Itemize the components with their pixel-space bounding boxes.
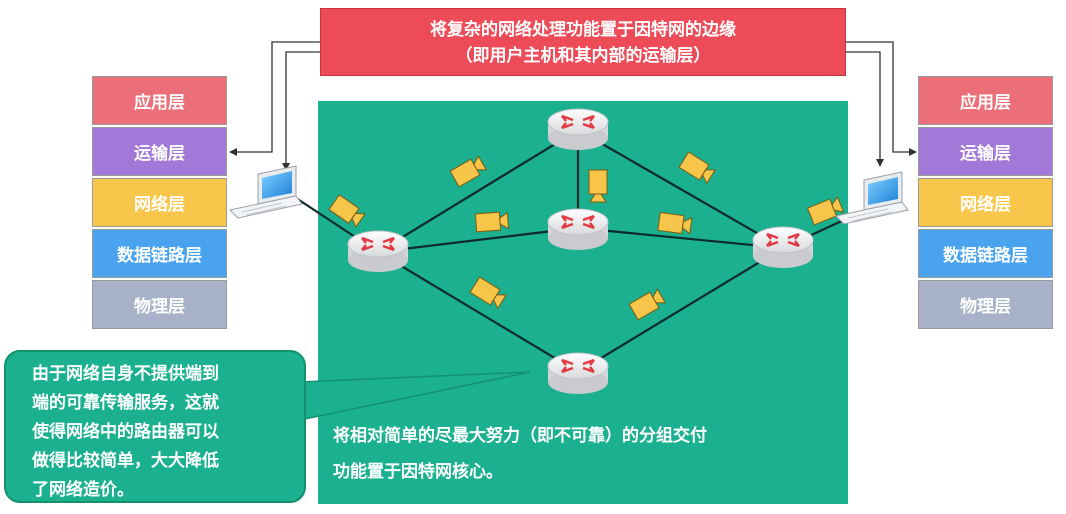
callout-bubble: 由于网络自身不提供端到 端的可靠传输服务，这就 使得网络中的路由器可以 做得比较… bbox=[4, 350, 306, 503]
core-description-line-2: 功能置于因特网核心。 bbox=[333, 462, 503, 482]
router-icon bbox=[751, 225, 815, 270]
router-icon bbox=[546, 207, 610, 252]
callout-line-5: 了网络造价。 bbox=[32, 480, 134, 500]
callout-tail bbox=[299, 371, 531, 421]
right-layer-physical: 物理层 bbox=[918, 280, 1053, 329]
right-host-laptop-icon bbox=[835, 171, 909, 225]
network-core-area bbox=[318, 101, 848, 504]
left-layer-application: 应用层 bbox=[92, 76, 227, 125]
edge-function-banner: 将复杂的网络处理功能置于因特网的边缘 （即用户主机和其内部的运输层） bbox=[320, 8, 846, 76]
right-layer-application: 应用层 bbox=[918, 76, 1053, 125]
banner-line-2: （即用户主机和其内部的运输层） bbox=[455, 46, 711, 66]
packet-icon bbox=[474, 211, 510, 233]
right-layer-network: 网络层 bbox=[918, 178, 1053, 227]
packet-icon bbox=[449, 154, 488, 188]
router-icon bbox=[346, 229, 410, 274]
packet-icon bbox=[628, 287, 667, 321]
left-layer-physical: 物理层 bbox=[92, 280, 227, 329]
left-layer-network: 网络层 bbox=[92, 178, 227, 227]
routers bbox=[346, 107, 815, 396]
router-icon bbox=[546, 107, 610, 152]
packet-icon bbox=[657, 211, 693, 236]
callout-line-4: 做得比较简单，大大降低 bbox=[32, 451, 219, 471]
router-icon bbox=[546, 351, 610, 396]
left-protocol-stack: 应用层 运输层 网络层 数据链路层 物理层 bbox=[92, 76, 227, 331]
callout-line-1: 由于网络自身不提供端到 bbox=[32, 364, 219, 384]
banner-connectors bbox=[229, 41, 917, 171]
left-host-laptop-icon bbox=[229, 165, 303, 219]
packet-icon bbox=[588, 169, 608, 203]
banner-line-1: 将复杂的网络处理功能置于因特网的边缘 bbox=[430, 20, 736, 40]
left-layer-datalink: 数据链路层 bbox=[92, 229, 227, 278]
right-layer-transport: 运输层 bbox=[918, 127, 1053, 176]
packet-icon bbox=[678, 151, 717, 185]
right-protocol-stack: 应用层 运输层 网络层 数据链路层 物理层 bbox=[918, 76, 1053, 331]
right-layer-datalink: 数据链路层 bbox=[918, 229, 1053, 278]
core-description-line-1: 将相对简单的尽最大努力（即不可靠）的分组交付 bbox=[333, 426, 707, 446]
packet-icon bbox=[469, 276, 508, 310]
core-description: 将相对简单的尽最大努力（即不可靠）的分组交付 功能置于因特网核心。 bbox=[333, 418, 843, 490]
callout-line-2: 端的可靠传输服务，这就 bbox=[32, 393, 219, 413]
callout-line-3: 使得网络中的路由器可以 bbox=[32, 422, 219, 442]
left-layer-transport: 运输层 bbox=[92, 127, 227, 176]
packet-icon bbox=[807, 195, 845, 226]
